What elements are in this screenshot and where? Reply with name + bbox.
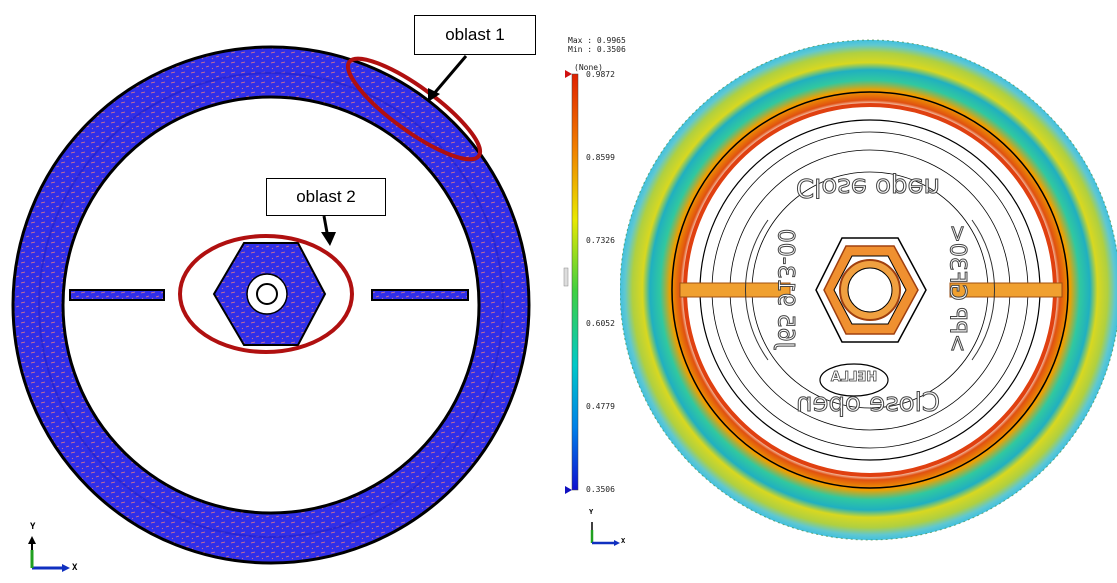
result-plot-panel: Close open Close open J65 913-00 >PP GF3… xyxy=(619,0,1117,578)
axis-x-label: X xyxy=(72,563,78,573)
embossed-material: >PP GF30< xyxy=(944,224,970,353)
embossed-logo-text: HELLA xyxy=(830,370,878,386)
scale-min-marker xyxy=(565,486,572,494)
right-spoke xyxy=(371,289,469,301)
scale-tick: 0.3506 xyxy=(586,485,615,494)
scale-tick: 0.6052 xyxy=(586,319,615,328)
embossed-text-bottom: Close open xyxy=(796,388,941,419)
axis-y-label: Y xyxy=(30,522,36,532)
scale-tick: 0.7326 xyxy=(586,236,615,245)
color-scale-panel: Max : 0.9965 Min : 0.3506 (None) 0.9872 … xyxy=(560,0,630,578)
scale-min: Min : 0.3506 xyxy=(568,45,626,54)
embossed-text-top: Close open xyxy=(796,172,941,203)
scale-axis-y-label: Y xyxy=(589,508,594,516)
arrow-oblast-2 xyxy=(321,232,336,246)
scale-max-marker xyxy=(565,70,572,78)
highlight-oblast-1 xyxy=(345,56,483,162)
scale-axis-x-label: X xyxy=(621,537,626,545)
scale-max: Max : 0.9965 xyxy=(568,36,626,45)
callout-oblast-2: oblast 2 xyxy=(266,178,386,216)
result-right-spoke xyxy=(949,282,1063,298)
color-scale-bar xyxy=(563,70,579,494)
logo-oval xyxy=(819,363,889,397)
result-left-spoke xyxy=(679,282,791,298)
scale-axis-triad xyxy=(590,522,620,546)
result-plot-drawing xyxy=(619,39,1117,541)
mesh-model-drawing xyxy=(11,45,531,572)
scale-unit: (None) xyxy=(574,63,603,72)
callout-oblast-1: oblast 1 xyxy=(414,15,536,55)
callout-label: oblast 1 xyxy=(445,25,505,44)
mesh-model-panel: oblast 1 oblast 2 Y X xyxy=(0,0,560,578)
arrow-oblast-1 xyxy=(428,88,440,102)
scale-tick: 0.8599 xyxy=(586,153,615,162)
scale-tick: 0.9872 xyxy=(586,70,615,79)
embossed-part-number: J65 913-00 xyxy=(772,228,798,349)
callout-label: oblast 2 xyxy=(296,187,356,206)
highlight-oblast-2 xyxy=(178,234,354,354)
left-spoke xyxy=(69,289,165,301)
scale-tick: 0.4779 xyxy=(586,402,615,411)
